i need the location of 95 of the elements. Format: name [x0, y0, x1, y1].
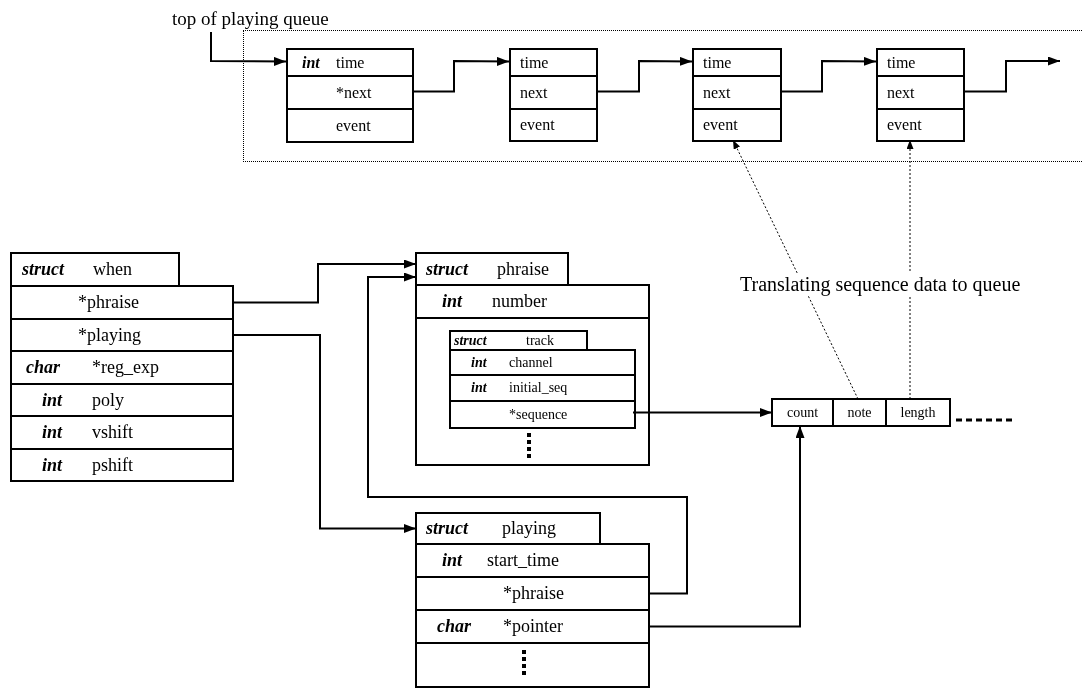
field-name: pshift: [92, 454, 133, 477]
field-name: next: [703, 83, 731, 103]
field-name: next: [520, 83, 548, 103]
field-name: start_time: [487, 549, 559, 572]
field-name: event: [703, 115, 738, 135]
empty-box: [415, 642, 650, 688]
arrow: [632, 408, 773, 417]
field-name: playing: [502, 517, 556, 540]
type-keyword: int: [42, 389, 62, 412]
field-name: time: [336, 53, 365, 73]
field-row: [415, 609, 650, 644]
empty-box: [415, 317, 650, 466]
field-name: event: [887, 115, 922, 135]
field-row: [415, 576, 650, 611]
field-row: [449, 349, 636, 376]
type-keyword: char: [437, 615, 471, 638]
queue-frame: [243, 30, 1083, 162]
field-row: [10, 350, 234, 385]
type-keyword: struct: [454, 332, 487, 349]
arrow: [595, 56, 693, 93]
type-keyword: struct: [426, 258, 468, 281]
field-name: vshift: [92, 421, 133, 444]
field-name: number: [492, 290, 547, 313]
field-row: [10, 318, 234, 352]
arrow: [411, 56, 510, 93]
field-row: [771, 398, 834, 427]
type-keyword: int: [302, 53, 320, 73]
arrow: [962, 56, 1061, 93]
type-keyword: int: [42, 454, 62, 477]
type-keyword: struct: [22, 258, 64, 281]
field-name: *reg_exp: [92, 356, 159, 379]
field-name: time: [887, 53, 916, 73]
field-name: next: [887, 83, 915, 103]
field-name: note: [846, 404, 873, 422]
field-name: track: [526, 332, 554, 349]
field-row: [876, 75, 965, 110]
field-row: [876, 108, 965, 142]
type-keyword: int: [471, 354, 487, 372]
field-row: [876, 48, 965, 77]
field-row: [415, 252, 569, 286]
field-name: *phraise: [503, 582, 564, 605]
arrow: [779, 56, 877, 93]
field-name: event: [520, 115, 555, 135]
arrow: [648, 425, 805, 628]
field-name: time: [703, 53, 732, 73]
field-name: *phraise: [78, 291, 139, 314]
field-row: [10, 285, 234, 320]
dotted-arrow: [906, 139, 914, 400]
type-keyword: int: [471, 379, 487, 397]
field-row: [286, 75, 414, 110]
field-row: [885, 398, 951, 427]
field-name: length: [899, 404, 937, 422]
field-row: [692, 48, 782, 77]
field-row: [832, 398, 887, 427]
field-row: [10, 383, 234, 417]
field-row: [10, 415, 234, 450]
arrow: [232, 334, 417, 533]
field-row: [449, 374, 636, 402]
field-row: [509, 75, 598, 110]
field-row: [692, 108, 782, 142]
annotation-text: Translating sequence data to queue: [740, 273, 1021, 296]
field-row: [10, 252, 180, 287]
field-name: *sequence: [509, 406, 568, 424]
field-name: event: [336, 116, 371, 136]
field-row: [692, 75, 782, 110]
field-row: [10, 448, 234, 482]
field-row: [415, 284, 650, 319]
field-row: [449, 400, 636, 429]
type-keyword: char: [26, 356, 60, 379]
field-row: [286, 48, 414, 77]
field-name: channel: [509, 354, 553, 372]
field-name: time: [520, 53, 549, 73]
caption-text: top of playing queue: [169, 7, 371, 33]
dotted-arrow: [732, 139, 859, 400]
field-row: [509, 48, 598, 77]
field-name: count: [785, 404, 820, 422]
field-row: [415, 512, 601, 545]
field-name: *pointer: [503, 615, 563, 638]
arrow: [367, 272, 688, 595]
field-row: [449, 330, 588, 351]
field-name: *playing: [78, 324, 141, 347]
field-name: initial_seq: [509, 379, 568, 397]
field-name: poly: [92, 389, 124, 412]
field-name: phraise: [497, 258, 549, 281]
field-name: *next: [336, 83, 372, 103]
type-keyword: int: [442, 549, 462, 572]
arrow: [232, 259, 417, 304]
type-keyword: struct: [426, 517, 468, 540]
field-row: [415, 543, 650, 578]
type-keyword: int: [42, 421, 62, 444]
arrow: [210, 31, 287, 66]
type-keyword: int: [442, 290, 462, 313]
field-row: [509, 108, 598, 142]
field-row: [286, 108, 414, 143]
field-name: when: [93, 258, 132, 281]
